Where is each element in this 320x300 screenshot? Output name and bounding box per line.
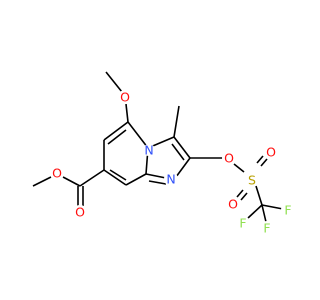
bond-ester-c-o [62,176,81,187]
bond-c3-c2-inner [171,143,185,161]
bond-c-f-right [261,204,284,210]
atom-sulfonyl-oxygen-lower: O [228,197,238,212]
bond-n1-c8a [145,173,167,179]
bond-methyl-o [105,71,123,93]
atom-fluorine-left: F [239,216,246,231]
atom-fluorine-right: F [284,203,291,218]
bond-s-o-upper-a [256,155,264,164]
atom-ester-oxygen: O [52,166,62,181]
bond-c7-ester-c [79,169,105,187]
bond-c3-c2 [173,136,191,159]
atom-ring-nitrogen: N [144,143,153,158]
bond-o-c5 [125,103,129,123]
molecule-structure: O N N O S O O F F F O O [32,71,295,236]
atom-carbonyl-oxygen: O [75,205,85,220]
atom-fluorine-bottom: F [263,221,270,236]
atom-imine-nitrogen: N [166,172,175,187]
bond-c5-c6 [103,121,129,141]
bond-c-f-bottom [261,204,267,223]
bond-s-o-upper-b [260,158,268,167]
bond-c3-methyl [173,105,180,138]
bond-c8-c8a [125,173,147,186]
bond-c7-c8-inner [109,169,127,181]
bond-s-o-lower-b [240,192,248,201]
atom-labels: O N N O S O O F F F O O [50,90,295,236]
atom-methoxy-oxygen: O [120,90,130,105]
bond-s-o-lower-a [236,189,244,198]
bond-o-s [233,163,245,173]
bond-c2-n1 [175,157,191,178]
bond-c5-c6-inner [107,129,127,145]
structure-canvas: O N N O S O O F F F O O [32,71,295,236]
bond-c5-n4 [127,121,149,149]
bonds [32,71,284,223]
bond-c7-c8 [103,169,127,186]
bond-n1-c8a-inner [148,180,167,185]
atom-triflate-oxygen: O [224,151,234,166]
atom-sulfonyl-oxygen-upper: O [266,145,276,160]
atom-sulfur: S [248,173,256,188]
bond-c-f-left [247,204,263,219]
bond-o-ester-methyl [32,176,52,187]
bond-s-cf3 [255,185,263,206]
